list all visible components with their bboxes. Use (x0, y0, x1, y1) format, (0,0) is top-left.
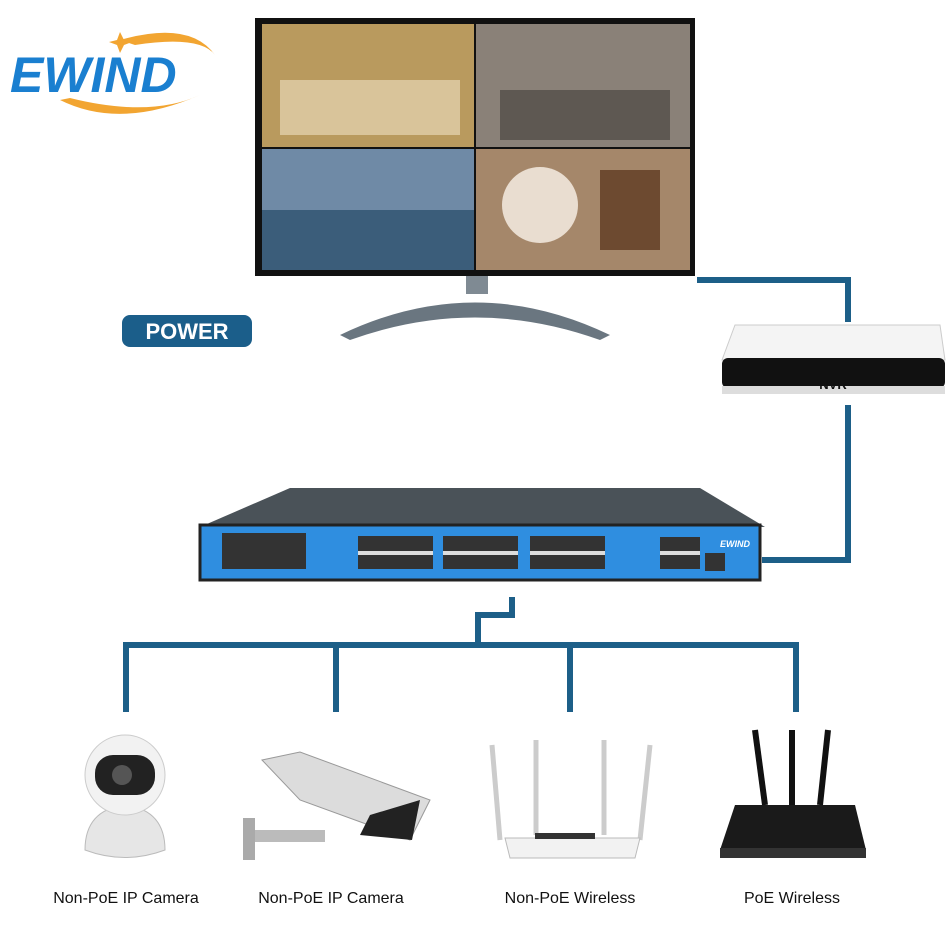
device-label-1: Non-PoE IP Camera (53, 890, 199, 907)
poe-router-icon (720, 729, 866, 858)
connection-lines (123, 277, 851, 712)
device-bus-line (123, 642, 799, 712)
svg-text:POWER: POWER (145, 319, 228, 344)
device-label-3: Non-PoE Wireless (504, 890, 636, 907)
switch-bus-line (475, 597, 515, 645)
bullet-camera-icon (243, 751, 431, 860)
svg-text:NVR: NVR (819, 377, 847, 392)
dome-camera-icon (84, 734, 166, 858)
monitor-nvr-line (697, 277, 851, 322)
ewind-logo: EWIND (10, 32, 215, 114)
network-switch: EWIND (198, 488, 765, 582)
monitor (255, 18, 695, 340)
device-label-2: Non-PoE IP Camera (258, 890, 404, 907)
device-label-4: PoE Wireless (743, 890, 841, 907)
power-badge: POWER (122, 315, 252, 347)
svg-text:EWIND: EWIND (720, 539, 750, 549)
svg-text:EWIND: EWIND (10, 47, 177, 103)
wireless-router-icon (489, 740, 653, 859)
nvr-switch-line (762, 405, 851, 563)
nvr-device: NVR (721, 324, 946, 394)
